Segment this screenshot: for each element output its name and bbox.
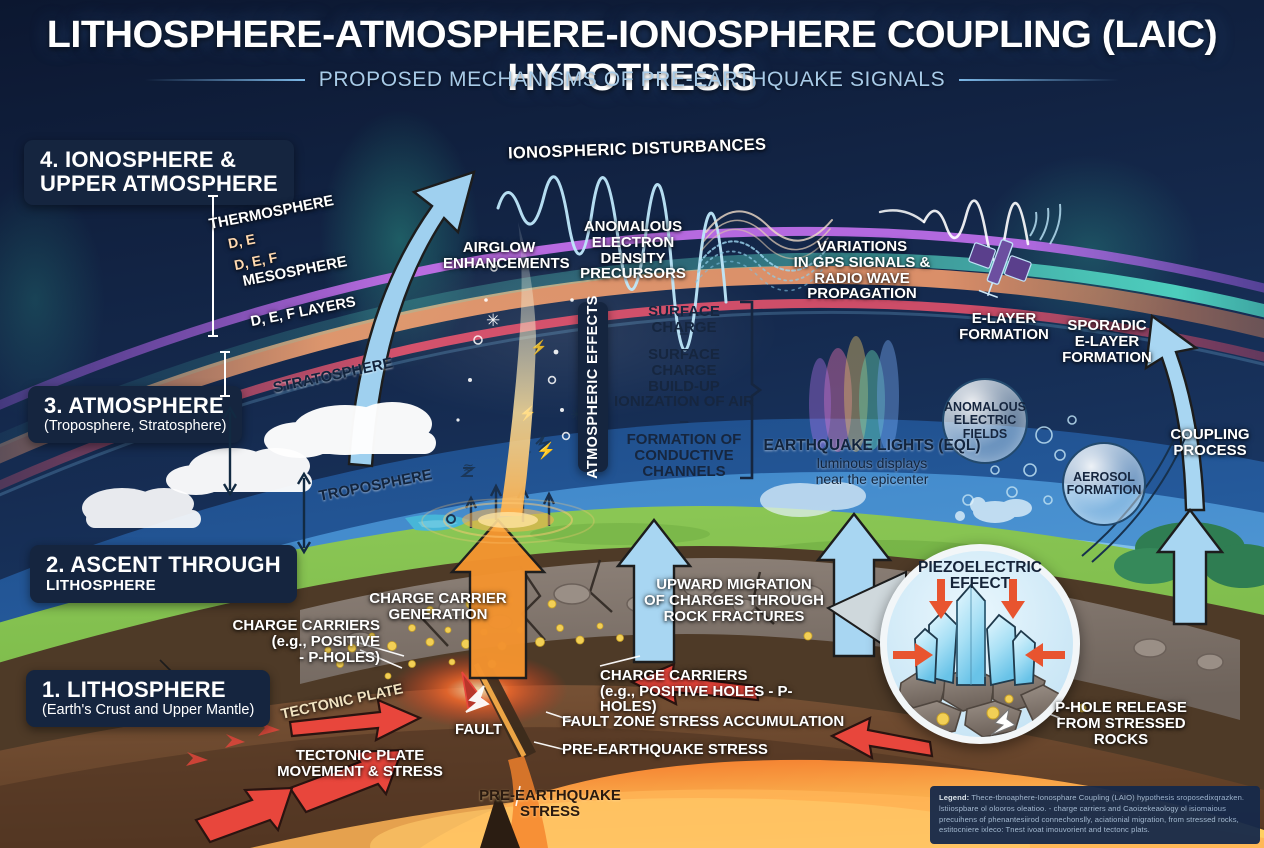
label-charge-carriers-right: CHARGE CARRIERS (e.g., POSITIVE HOLES - … (600, 666, 793, 716)
layer-brackets (208, 195, 238, 497)
stage-chip-atmosphere[interactable]: 3. ATMOSPHERE (Troposphere, Stratosphere… (28, 386, 243, 444)
page-subtitle: PROPOSED MECHANISMS OF PRE-EARTHQUAKE SI… (318, 68, 946, 91)
label-pre-earthquake-stress-bottom: PRE-EARTHQUAKE STRESS (479, 787, 621, 820)
subtitle-rule-right (959, 79, 1120, 81)
stage-chip-atmosphere-label: 3. ATMOSPHERE (44, 393, 224, 418)
svg-text:✳: ✳ (486, 311, 500, 330)
label-e-layer-formation: E-LAYER FORMATION (959, 310, 1049, 343)
subtitle-rule-left (144, 79, 305, 81)
label-anomalous-electron-density: ANOMALOUS ELECTRON DENSITY PRECURSORS (580, 218, 686, 283)
piezoelectric-title: PIEZOELECTRIC EFFECT (917, 559, 1042, 593)
satellite-icon (968, 239, 1032, 299)
label-fault-zone-stress: FAULT ZONE STRESS ACCUMULATION (562, 713, 845, 730)
svg-text:≋: ≋ (463, 460, 474, 475)
atmospheric-effects-tab[interactable]: ATMOSPHERIC EFFECTS (578, 295, 608, 479)
atmospheric-effects-bracket (740, 300, 762, 480)
ae-separator-0: – (679, 325, 689, 342)
stage-chip-ascent[interactable]: 2. ASCENT THROUGH LITHOSPHERE (30, 545, 297, 603)
ae-item-0: SURFACE CHARGE (648, 303, 720, 336)
label-charge-carrier-generation: CHARGE CARRIER GENERATION (369, 590, 507, 623)
stage-chip-ionosphere[interactable]: 4. IONOSPHERE & UPPER ATMOSPHERE (24, 140, 294, 205)
troposphere-bracket (296, 471, 312, 555)
ae-separator-1: – (679, 413, 689, 430)
label-upward-migration: UPWARD MIGRATION OF CHARGES THROUGH ROCK… (644, 576, 824, 625)
upward-arrows: ⚡ ⚡ ≋ (347, 170, 1225, 680)
piezoelectric-magnifier[interactable] (880, 544, 1080, 744)
stage-chip-ascent-sub: LITHOSPHERE (46, 576, 156, 594)
label-tectonic-plate-movement: TECTONIC PLATE MOVEMENT & STRESS (277, 747, 443, 780)
bubble-aerosol-formation[interactable]: AEROSOL FORMATION (1062, 442, 1146, 526)
bubble-anomalous-electric-fields-label: ANOMALOUS ELECTRIC FIELDS (944, 399, 1026, 441)
ae-item-3: FORMATION OF CONDUCTIVE CHANNELS (626, 431, 742, 480)
ionospheric-waves (496, 175, 1030, 352)
stage-chip-atmosphere-sub: (Troposphere, Stratosphere) (44, 417, 227, 434)
bubble-aerosol-formation-label: AEROSOL FORMATION (1066, 469, 1142, 497)
legend-title: Legend: (939, 793, 970, 802)
label-airglow-enhancements: AIRGLOW ENHANCEMENTS (443, 239, 570, 272)
label-eql-line2: luminous displays (816, 455, 928, 471)
tectonic-arrows (159, 659, 934, 844)
label-sporadic-e-layer: SPORADIC E-LAYER FORMATION (1062, 317, 1152, 366)
aerosol-cluster (955, 497, 1032, 523)
label-fault: FAULT (455, 721, 503, 738)
stage-chip-lithosphere-label: 1. LITHOSPHERE (42, 677, 226, 702)
svg-text:⚡: ⚡ (536, 441, 556, 460)
label-p-hole-release: P-HOLE RELEASE FROM STRESSED ROCKS (1055, 699, 1187, 748)
svg-text:⚡: ⚡ (530, 339, 547, 356)
label-pre-earthquake-stress-right: PRE-EARTHQUAKE STRESS (562, 741, 768, 758)
piezoelectric-illustration (893, 579, 1066, 737)
stage-chip-lithosphere[interactable]: 1. LITHOSPHERE (Earth's Crust and Upper … (26, 670, 271, 728)
page-title: LITHOSPHERE-ATMOSPHERE-IONOSPHERE COUPLI… (46, 14, 1218, 99)
label-gps-variations: VARIATIONS IN GPS SIGNALS & RADIO WAVE P… (793, 238, 931, 303)
label-eql-line3: near the epicenter (815, 471, 929, 487)
label-charge-carriers-left: CHARGE CARRIERS (e.g., POSITIVE - P-HOLE… (232, 617, 380, 666)
label-eql-title: EARTHQUAKE LIGHTS (EQL) (763, 437, 981, 454)
stage-chip-ionosphere-label: 4. IONOSPHERE & UPPER ATMOSPHERE (40, 147, 278, 196)
label-coupling-process: COUPLING PROCESS (1170, 426, 1250, 459)
legend-body: Thece-tbnoaphere-Ionosphare Coupling (LA… (939, 793, 1245, 835)
label-charge-carriers-right-title: CHARGE CARRIERS (e.g., POSITIVE HOLES - … (600, 652, 800, 715)
signal-waves-icon (1029, 203, 1062, 245)
stage-chip-lithosphere-sub: (Earth's Crust and Upper Mantle) (42, 701, 255, 718)
atmospheric-effects-tab-label: ATMOSPHERIC EFFECTS (585, 295, 601, 479)
ae-item-1: SURFACE CHARGE BUILD-UP (648, 346, 720, 395)
clouds (82, 402, 866, 528)
header: LITHOSPHERE-ATMOSPHERE-IONOSPHERE COUPLI… (0, 0, 1264, 108)
ae-item-2: IONIZATION OF AIR (614, 393, 754, 410)
stage-chip-ascent-label: 2. ASCENT THROUGH (46, 552, 281, 577)
legend-box: Legend: Thece-tbnoaphere-Ionosphare Coup… (930, 786, 1260, 844)
earthquake-lights (809, 336, 899, 452)
subtitle-row: PROPOSED MECHANISMS OF PRE-EARTHQUAKE SI… (0, 68, 1264, 92)
bubble-anomalous-electric-fields[interactable]: ANOMALOUS ELECTRIC FIELDS (942, 378, 1028, 464)
